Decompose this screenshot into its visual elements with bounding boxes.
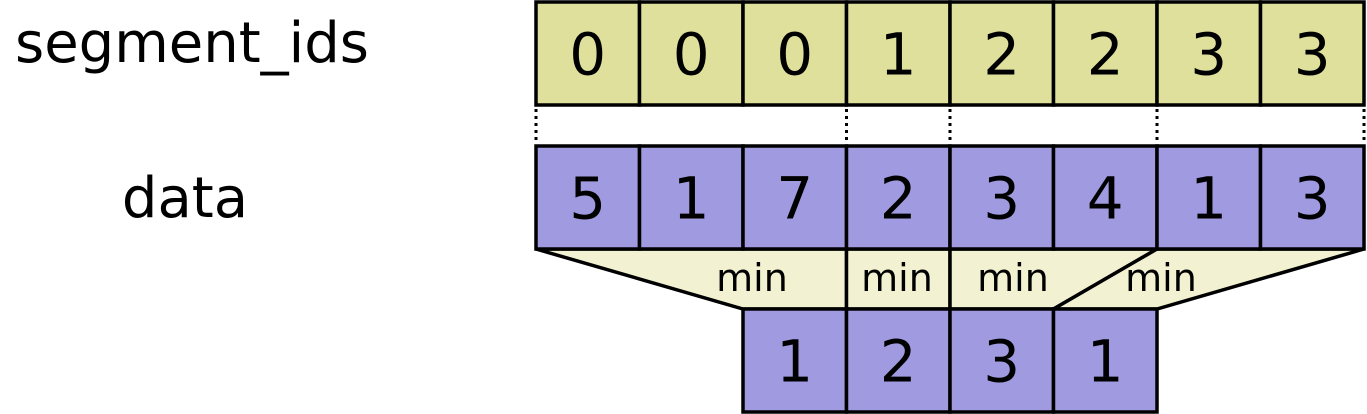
min-operation-label: min <box>977 256 1049 300</box>
data-value: 5 <box>569 165 606 233</box>
data-cell <box>1258 144 1366 251</box>
data-value: 1 <box>1190 165 1227 233</box>
reduction-funnel <box>535 247 849 311</box>
min-operation-label: min <box>861 256 933 300</box>
data-value: 3 <box>983 165 1020 233</box>
data-cell <box>534 144 642 251</box>
data-cell <box>948 144 1056 251</box>
data-cell <box>637 144 745 251</box>
segment-id-value: 2 <box>983 21 1020 89</box>
segment-id-value: 1 <box>880 21 917 89</box>
segment-id-cell <box>844 0 952 107</box>
segment-id-cell <box>1155 0 1263 107</box>
segment-ids-label: segment_ids <box>15 11 369 76</box>
segment-id-cell <box>741 0 849 107</box>
segment-id-cell <box>948 0 1056 107</box>
result-value: 3 <box>983 328 1020 396</box>
data-label: data <box>122 166 248 231</box>
result-value: 1 <box>776 328 813 396</box>
segment-id-cell <box>637 0 745 107</box>
data-value: 4 <box>1087 165 1124 233</box>
data-value: 2 <box>880 165 917 233</box>
data-value: 1 <box>673 165 710 233</box>
result-cell <box>1051 307 1159 414</box>
segment-id-cell <box>1051 0 1159 107</box>
result-cell <box>741 307 849 414</box>
segment-id-value: 3 <box>1190 21 1227 89</box>
segment-separators <box>534 109 1366 142</box>
data-value: 3 <box>1294 165 1331 233</box>
segment-id-value: 0 <box>569 21 606 89</box>
min-operation-label: min <box>1125 256 1197 300</box>
result-cell <box>844 307 952 414</box>
result-value: 2 <box>880 328 917 396</box>
segment-id-value: 2 <box>1087 21 1124 89</box>
data-cell <box>741 144 849 251</box>
segment-id-cell <box>1258 0 1366 107</box>
segment-id-value: 0 <box>776 21 813 89</box>
min-operation-label: min <box>716 256 788 300</box>
data-cell <box>1155 144 1263 251</box>
segment-id-value: 3 <box>1294 21 1331 89</box>
data-value: 7 <box>776 165 813 233</box>
result-value: 1 <box>1087 328 1124 396</box>
segment-id-value: 0 <box>673 21 710 89</box>
